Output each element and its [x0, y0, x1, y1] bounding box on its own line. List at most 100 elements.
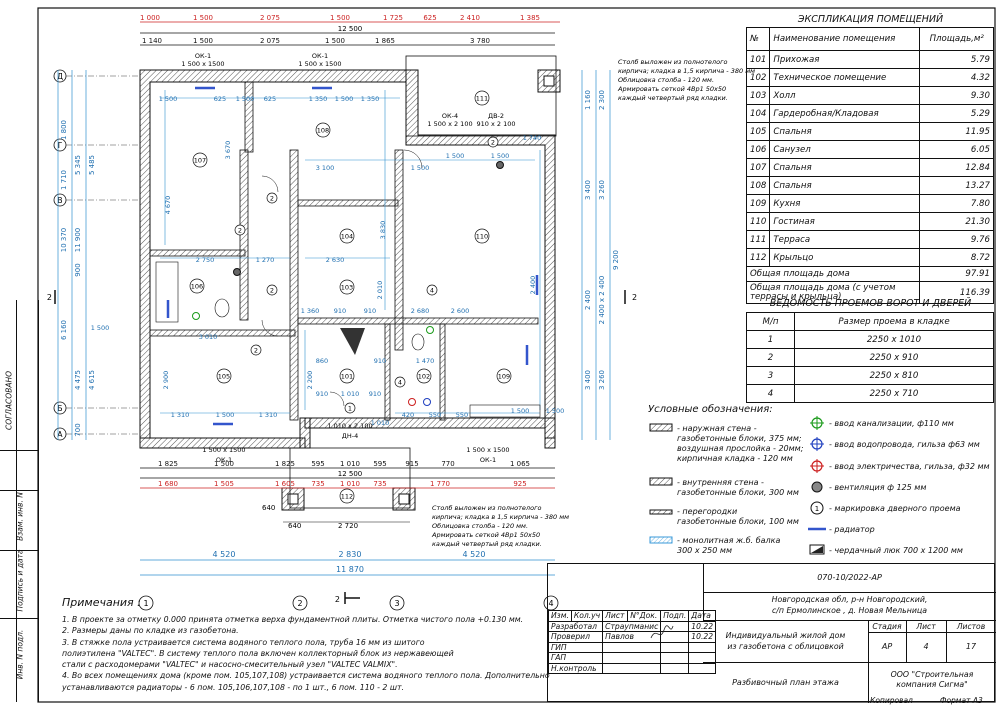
legend-sewer: - ввод канализации, ф110 мм [829, 419, 954, 428]
svg-text:2: 2 [632, 293, 637, 302]
room-area-cell: 13.27 [919, 176, 994, 195]
water-icon [810, 437, 824, 451]
room-name-cell: Спальня [769, 176, 921, 195]
left-dim: 1 800 [60, 120, 68, 140]
svg-text:кирпича; кладка в 1,5 кирпича: кирпича; кладка в 1,5 кирпича - 380 мм [618, 67, 755, 75]
attic-hatch-icon [809, 544, 825, 555]
bottom-dim-black: 1 825 [158, 460, 178, 468]
axis-label: Д [57, 72, 63, 81]
room-bubble [339, 488, 355, 504]
inner-dim-lines [160, 90, 541, 414]
legend-line: - монолитная ж.б. балка [677, 536, 781, 545]
stamp-cell [660, 662, 690, 674]
top-dim-black: 1 500 [325, 37, 345, 45]
electric-icon [810, 459, 824, 473]
company-name: ООО "Строительная компания Сигма" [868, 670, 996, 690]
legend-line: газобетонные блоки, 300 мм [677, 488, 799, 497]
project-address: Новгородская обл, р-н Новгородский, с/п … [703, 594, 996, 616]
legend-inner-wall: - внутренняя стена - газобетонные блоки,… [677, 478, 799, 498]
inner-dim: 910 [334, 307, 346, 315]
inner-dim: 1 500 [511, 407, 530, 415]
opening-number-cell: 4 [746, 384, 795, 403]
inner-dim: 1 500 [335, 95, 354, 103]
right-dim: 2 300 [598, 90, 606, 110]
room-number-cell: 111 [745, 230, 771, 249]
inner-dim: 3 830 [379, 221, 387, 240]
inner-dim: 2 400 [529, 276, 537, 295]
inner-dim: 2 900 [162, 371, 170, 390]
room-name-cell: Спальня [769, 122, 921, 141]
inner-dim: 1 360 [301, 307, 320, 315]
room-area-cell: 12.84 [919, 158, 994, 177]
section-marks: 2 2 2 [47, 290, 637, 604]
svg-text:640: 640 [288, 522, 301, 530]
stamp-header: Изм. [548, 610, 572, 622]
stamp-header: N°Док. [627, 610, 662, 622]
room-area-cell: 8.72 [919, 248, 994, 267]
ventilation-icon [811, 481, 823, 493]
axis-label: Б [57, 404, 62, 413]
sheet-value: 4 [923, 642, 929, 651]
bottom-dim-red: 1 010 [340, 480, 360, 488]
left-dim: 6 160 [60, 320, 68, 340]
header-cell: М/п [746, 312, 795, 331]
header-cell: Наименование помещения [769, 27, 921, 51]
room-number-cell: 112 [745, 248, 771, 267]
table-row: Н.контроль [547, 662, 717, 674]
bottom-dim-red: 1 680 [158, 480, 178, 488]
left-dim: 10 370 [60, 228, 68, 253]
attic-hatch [340, 328, 365, 355]
inner-dim: 3 010 [199, 333, 218, 341]
total-label-line: террасы и крыльца) [750, 291, 842, 302]
right-dim: 3 260 [598, 180, 606, 200]
axis-label: 1 [143, 599, 148, 608]
bottom-dim-black: 915 [405, 460, 418, 468]
svg-text:1 500 х 1500: 1 500 х 1500 [298, 60, 341, 68]
inner-dim: 1 310 [171, 411, 190, 419]
opening-size-cell: 2250 х 1010 [794, 330, 994, 349]
bottom-dim-red: 735 [373, 480, 386, 488]
inner-dim: 910 [316, 390, 328, 398]
top-dim-red: 1 500 [193, 14, 213, 22]
top-dim-black: 1 140 [142, 37, 162, 45]
legend-title: Условные обозначения: [648, 404, 773, 415]
inner-dim: 420 [402, 411, 414, 419]
left-dim: 1 710 [60, 170, 68, 190]
room-number: 101 [341, 373, 353, 381]
svg-text:Армировать сеткой 4Вр1 50х50: Армировать сеткой 4Вр1 50х50 [431, 531, 540, 539]
room-name-cell: Крыльцо [769, 248, 921, 267]
opening-size-cell: 2250 х 910 [794, 348, 994, 367]
axis-bubble [292, 595, 308, 611]
svg-text:Столб выложен из полнотелого: Столб выложен из полнотелого [618, 58, 727, 66]
right-dim: 9 200 [612, 250, 620, 270]
room-number: 105 [218, 373, 230, 381]
legend-water: - ввод водопровода, гильза ф63 мм [829, 440, 980, 449]
top-dim-black: 1 865 [375, 37, 395, 45]
svg-text:2: 2 [270, 195, 274, 203]
right-dim: 3 400 [584, 180, 592, 200]
top-dim-black: 1 500 [193, 37, 213, 45]
stamp-cell: Н.контроль [547, 662, 604, 674]
axis-label: Г [58, 141, 63, 150]
room-number-cell: 108 [745, 176, 771, 195]
svg-text:1 500 х 1500: 1 500 х 1500 [202, 446, 245, 454]
side-stamp-inventory: Инв. N подл. [15, 629, 25, 680]
door-markers: 2 2 2 2 4 4 1 2 [234, 136, 499, 414]
svg-text:1 500 х 1500: 1 500 х 1500 [466, 446, 509, 454]
top-dim-red: 1 000 [140, 14, 160, 22]
svg-text:2: 2 [270, 287, 274, 295]
inner-dim: 4 670 [164, 196, 172, 215]
svg-text:1 500 х 2 100: 1 500 х 2 100 [427, 120, 472, 128]
room-number-cell: 109 [745, 194, 771, 213]
top-dim-red: 1 385 [520, 14, 540, 22]
side-stamp-signature: Подпись и дата [15, 549, 25, 612]
room-bubble [474, 228, 490, 244]
address-line: с/п Ермолинское , д. Новая Мельница [771, 606, 928, 615]
room-area-cell: 11.95 [919, 122, 994, 141]
